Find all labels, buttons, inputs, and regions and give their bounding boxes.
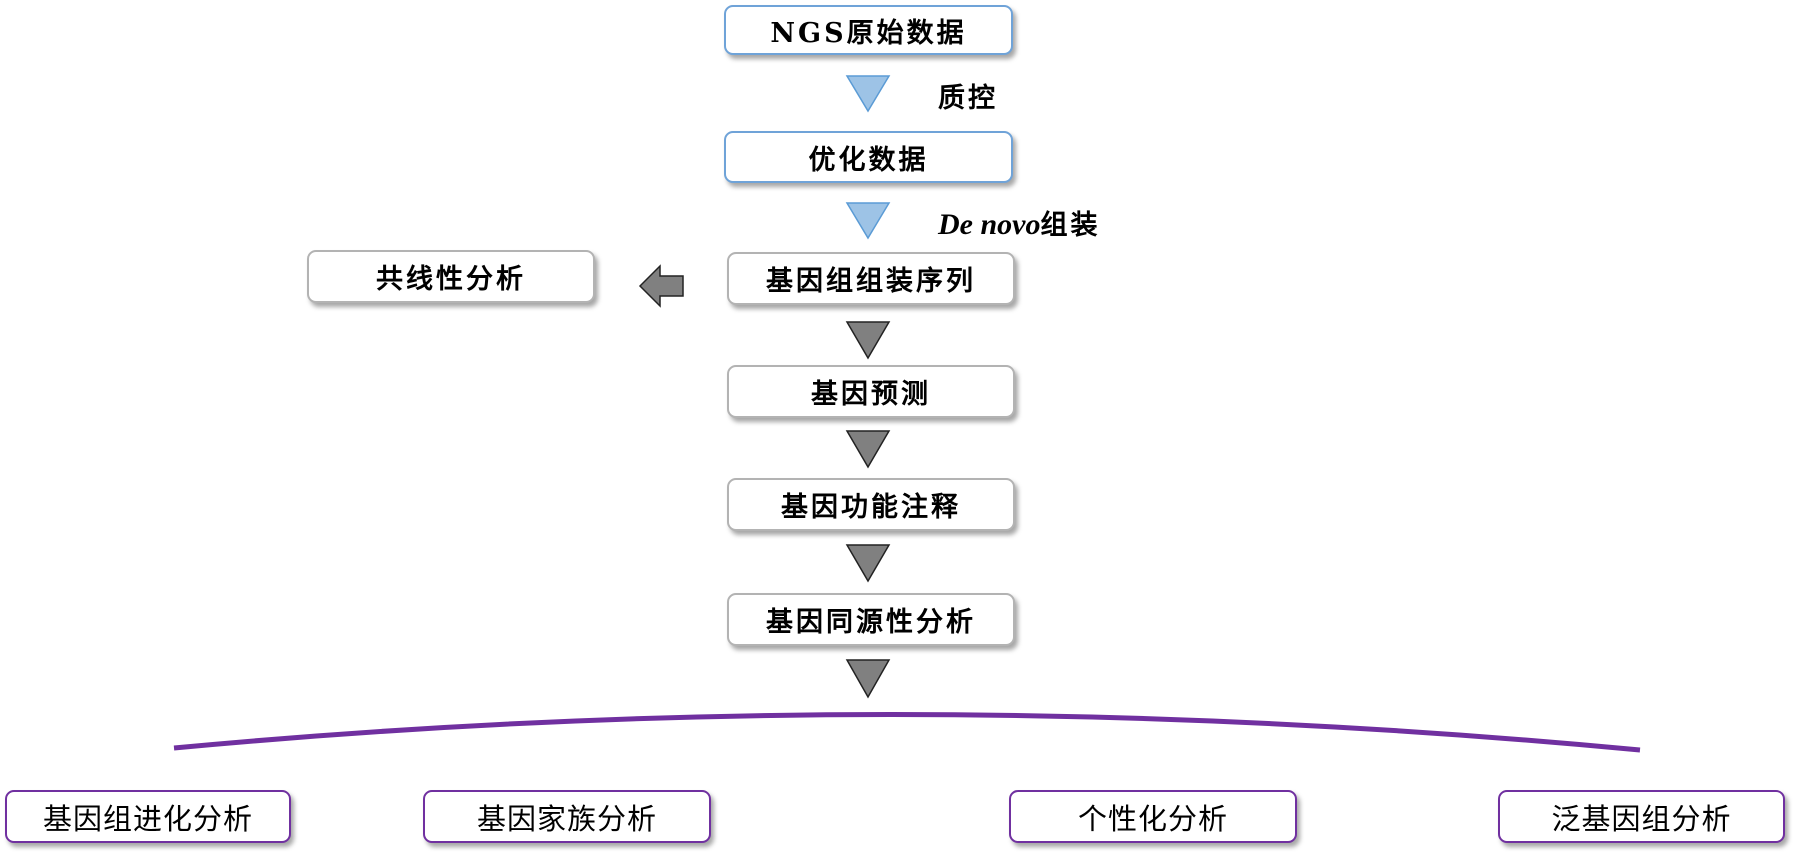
optimized-data-label: 优化数据 [808, 144, 929, 176]
outcome-label: 个性化分析 [1077, 801, 1228, 836]
down-arrow-icon [845, 659, 891, 699]
down-arrow-assembly-icon [845, 202, 891, 240]
outcome-label: 基因家族分析 [476, 801, 657, 836]
functional-annotation-label: 基因功能注释 [781, 492, 961, 523]
outcome-box-genome-evolution: 基因组进化分析 [5, 790, 291, 843]
gene-prediction-box: 基因预测 [727, 365, 1015, 418]
outcome-box-pan-genome: 泛基因组分析 [1498, 790, 1785, 843]
down-arrow-qc-icon [845, 75, 891, 113]
assembled-sequence-label: 基因组组装序列 [766, 266, 976, 297]
down-arrow-icon [845, 430, 891, 469]
left-arrow-icon [638, 264, 684, 308]
outcome-box-gene-family: 基因家族分析 [423, 790, 711, 843]
qc-label: 质控 [938, 83, 998, 114]
homology-box: 基因同源性分析 [727, 593, 1015, 646]
assembly-label: De novo组装 [938, 203, 1100, 242]
gene-prediction-label: 基因预测 [811, 379, 931, 410]
outcome-label: 泛基因组分析 [1551, 801, 1732, 836]
down-arrow-icon [845, 321, 891, 360]
functional-annotation-box: 基因功能注释 [727, 478, 1015, 531]
assembly-suffix: 组装 [1040, 210, 1101, 241]
outcome-box-personalized: 个性化分析 [1009, 790, 1297, 843]
raw-data-label: NGS原始数据 [770, 17, 967, 49]
outcome-label: 基因组进化分析 [42, 801, 253, 836]
synteny-box: 共线性分析 [307, 250, 595, 303]
assembled-sequence-box: 基因组组装序列 [727, 252, 1015, 305]
de-novo-text: De novo [938, 208, 1041, 241]
synteny-label: 共线性分析 [376, 264, 526, 295]
down-arrow-icon [845, 544, 891, 583]
optimized-data-box: 优化数据 [724, 131, 1013, 183]
raw-data-box: NGS原始数据 [724, 5, 1013, 55]
homology-label: 基因同源性分析 [766, 607, 976, 638]
